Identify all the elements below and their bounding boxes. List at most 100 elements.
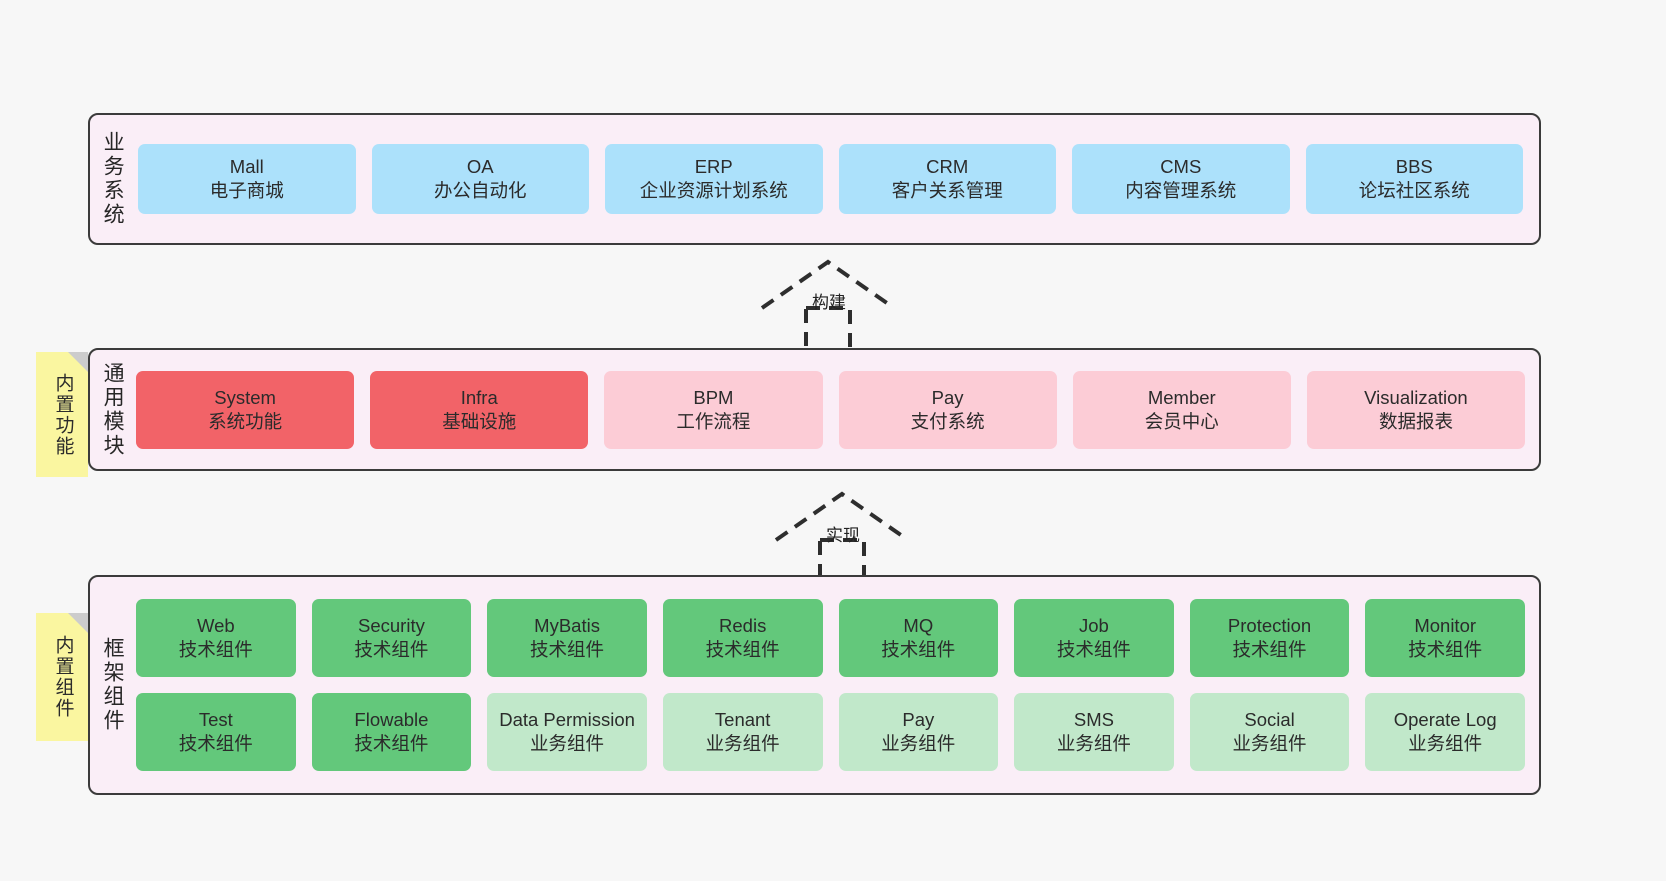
card-cms[interactable]: CMS 内容管理系统 xyxy=(1072,144,1290,214)
card-infra[interactable]: Infra 基础设施 xyxy=(370,370,589,449)
common-card-row: System 系统功能 Infra 基础设施 BPM 工作流程 Pay 支付系统… xyxy=(136,370,1526,449)
layer-framework-body: Web 技术组件 Security 技术组件 MyBatis 技术组件 Redi… xyxy=(134,577,1539,793)
card-subtitle: 业务组件 xyxy=(1056,733,1131,754)
card-title: Job xyxy=(1079,615,1109,637)
card-subtitle: 工作流程 xyxy=(676,410,751,432)
card-pay-component[interactable]: Pay 业务组件 xyxy=(838,693,999,771)
layer-business-label: 业务系统 xyxy=(101,131,125,227)
card-title: Infra xyxy=(460,386,498,408)
card-title: Security xyxy=(358,615,425,637)
layer-common-label: 通用模块 xyxy=(101,361,125,458)
card-title: Data Permission xyxy=(499,709,635,731)
card-bpm[interactable]: BPM 工作流程 xyxy=(604,370,823,449)
card-subtitle: 技术组件 xyxy=(354,639,429,660)
card-subtitle: 企业资源计划系统 xyxy=(639,180,788,201)
card-subtitle: 论坛社区系统 xyxy=(1358,180,1470,201)
card-subtitle: 业务组件 xyxy=(881,733,956,754)
card-subtitle: 业务组件 xyxy=(705,733,780,754)
card-title: Tenant xyxy=(714,709,771,731)
card-web[interactable]: Web 技术组件 xyxy=(136,599,296,677)
card-title: Monitor xyxy=(1414,615,1477,637)
card-subtitle: 技术组件 xyxy=(705,639,780,660)
card-operate-log[interactable]: Operate Log 业务组件 xyxy=(1365,693,1525,771)
card-security[interactable]: Security 技术组件 xyxy=(311,599,472,677)
business-card-row: Mall 电子商城 OA 办公自动化 ERP 企业资源计划系统 CRM 客户关系… xyxy=(138,144,1523,214)
card-title: Web xyxy=(196,615,235,637)
layer-business-systems: 业务系统 Mall 电子商城 OA 办公自动化 ERP 企业资源计划系统 CRM… xyxy=(88,113,1541,245)
card-pay-module[interactable]: Pay 支付系统 xyxy=(838,370,1057,449)
card-title: MyBatis xyxy=(534,615,600,637)
card-crm[interactable]: CRM 客户关系管理 xyxy=(838,144,1056,214)
sticky-note-builtin-components: 内置组件 xyxy=(36,613,88,741)
card-mall[interactable]: Mall 电子商城 xyxy=(138,144,356,214)
card-visualization[interactable]: Visualization 数据报表 xyxy=(1306,370,1526,449)
card-title: ERP xyxy=(694,156,733,178)
layer-framework-label: 框架组件 xyxy=(101,637,125,733)
card-mybatis[interactable]: MyBatis 技术组件 xyxy=(487,599,647,677)
card-title: Flowable xyxy=(354,709,429,731)
card-redis[interactable]: Redis 技术组件 xyxy=(662,599,823,677)
card-erp[interactable]: ERP 企业资源计划系统 xyxy=(605,144,823,214)
framework-card-row-biz: Test 技术组件 Flowable 技术组件 Data Permission … xyxy=(136,693,1525,771)
layer-common-body: System 系统功能 Infra 基础设施 BPM 工作流程 Pay 支付系统… xyxy=(134,350,1539,469)
card-subtitle: 技术组件 xyxy=(178,639,253,660)
card-monitor[interactable]: Monitor 技术组件 xyxy=(1365,599,1525,677)
sticky-note-label: 内置组件 xyxy=(52,635,74,719)
sticky-note-builtin-features: 内置功能 xyxy=(36,352,88,477)
layer-framework-components: 框架组件 Web 技术组件 Security 技术组件 MyBatis 技术组件… xyxy=(88,575,1541,795)
connector-build-label: 构建 xyxy=(812,293,846,312)
card-title: Member xyxy=(1147,386,1216,408)
card-job[interactable]: Job 技术组件 xyxy=(1014,599,1174,677)
card-subtitle: 技术组件 xyxy=(178,733,253,754)
card-title: Visualization xyxy=(1364,386,1468,408)
card-title: Social xyxy=(1244,709,1295,731)
connector-implement-arrow xyxy=(774,491,910,586)
card-subtitle: 基础设施 xyxy=(442,410,517,432)
card-title: OA xyxy=(466,156,494,178)
layer-business-body: Mall 电子商城 OA 办公自动化 ERP 企业资源计划系统 CRM 客户关系… xyxy=(134,115,1539,243)
card-subtitle: 电子商城 xyxy=(209,180,284,201)
framework-card-row-tech: Web 技术组件 Security 技术组件 MyBatis 技术组件 Redi… xyxy=(136,599,1525,677)
card-title: Operate Log xyxy=(1393,709,1497,731)
card-title: MQ xyxy=(903,615,934,637)
card-bbs[interactable]: BBS 论坛社区系统 xyxy=(1305,144,1523,214)
card-title: Pay xyxy=(931,386,964,408)
card-title: CRM xyxy=(926,156,969,178)
card-flowable[interactable]: Flowable 技术组件 xyxy=(311,693,472,771)
card-test[interactable]: Test 技术组件 xyxy=(136,693,296,771)
layer-common-modules: 通用模块 System 系统功能 Infra 基础设施 BPM 工作流程 Pay… xyxy=(88,348,1541,471)
card-title: BPM xyxy=(693,386,734,408)
card-title: SMS xyxy=(1073,709,1114,731)
connector-implement-label: 实现 xyxy=(826,526,860,545)
card-title: CMS xyxy=(1160,156,1202,178)
card-title: Pay xyxy=(902,709,935,731)
card-subtitle: 技术组件 xyxy=(354,733,429,754)
card-sms[interactable]: SMS 业务组件 xyxy=(1014,693,1174,771)
card-subtitle: 系统功能 xyxy=(208,410,283,432)
card-subtitle: 支付系统 xyxy=(910,410,985,432)
card-title: Redis xyxy=(719,615,767,637)
card-subtitle: 技术组件 xyxy=(881,639,956,660)
card-system[interactable]: System 系统功能 xyxy=(136,370,355,449)
card-data-permission[interactable]: Data Permission 业务组件 xyxy=(487,693,647,771)
card-protection[interactable]: Protection 技术组件 xyxy=(1189,599,1350,677)
card-member[interactable]: Member 会员中心 xyxy=(1072,370,1291,449)
card-subtitle: 内容管理系统 xyxy=(1125,180,1237,201)
card-subtitle: 客户关系管理 xyxy=(891,180,1003,201)
card-subtitle: 技术组件 xyxy=(1232,639,1307,660)
card-oa[interactable]: OA 办公自动化 xyxy=(371,144,589,214)
card-subtitle: 技术组件 xyxy=(530,639,605,660)
card-title: Test xyxy=(198,709,233,731)
connector-build-arrow xyxy=(760,259,896,354)
card-title: System xyxy=(214,386,276,408)
card-tenant[interactable]: Tenant 业务组件 xyxy=(662,693,823,771)
card-title: Protection xyxy=(1227,615,1312,637)
card-subtitle: 业务组件 xyxy=(1232,733,1307,754)
card-title: Mall xyxy=(229,156,264,178)
card-mq[interactable]: MQ 技术组件 xyxy=(838,599,999,677)
card-social[interactable]: Social 业务组件 xyxy=(1189,693,1350,771)
card-title: BBS xyxy=(1395,156,1433,178)
card-subtitle: 数据报表 xyxy=(1378,410,1453,432)
card-subtitle: 技术组件 xyxy=(1056,639,1131,660)
